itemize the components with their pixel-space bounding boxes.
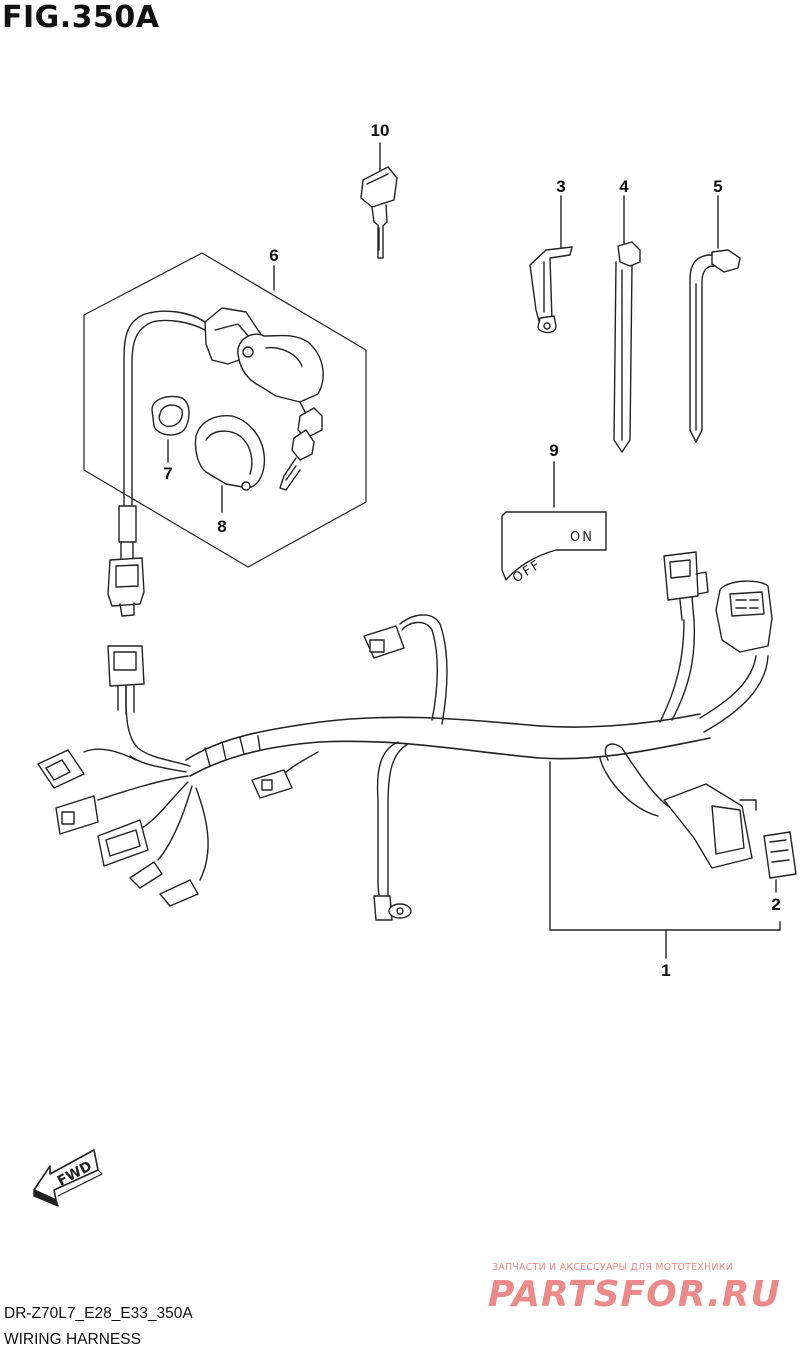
callout-4: 4 [619, 177, 629, 196]
plate-part [501, 461, 607, 581]
wiring-harness [37, 551, 797, 959]
callout-1: 1 [661, 961, 670, 980]
figure-title: FIG.350A [2, 0, 160, 35]
callout-3: 3 [556, 177, 565, 196]
fwd-arrow-icon: FWD [33, 1149, 103, 1207]
cable-tie-bent-part [689, 195, 741, 443]
callout-7: 7 [163, 464, 172, 483]
callout-5: 5 [713, 177, 722, 196]
callout-6: 6 [269, 246, 278, 265]
callout-8: 8 [217, 517, 226, 536]
ignition-switch-set [83, 252, 367, 617]
figure-name: WIRING HARNESS [4, 1331, 141, 1348]
key-part [360, 142, 398, 259]
callout-2: 2 [771, 895, 780, 914]
figure-code: DR-Z70L7_E28_E33_350A [4, 1305, 193, 1322]
clamp-part [529, 195, 573, 334]
cable-tie-part [613, 195, 641, 453]
watermark-tagline: ЗАПЧАСТИ И АКСЕССУАРЫ ДЛЯ МОТОТЕХНИКИ [492, 1262, 733, 1273]
callout-9: 9 [549, 441, 558, 460]
plate-on-label: ON [570, 530, 594, 545]
callout-10: 10 [371, 121, 390, 140]
watermark-logo: PARTSFOR.RU [488, 1274, 781, 1315]
